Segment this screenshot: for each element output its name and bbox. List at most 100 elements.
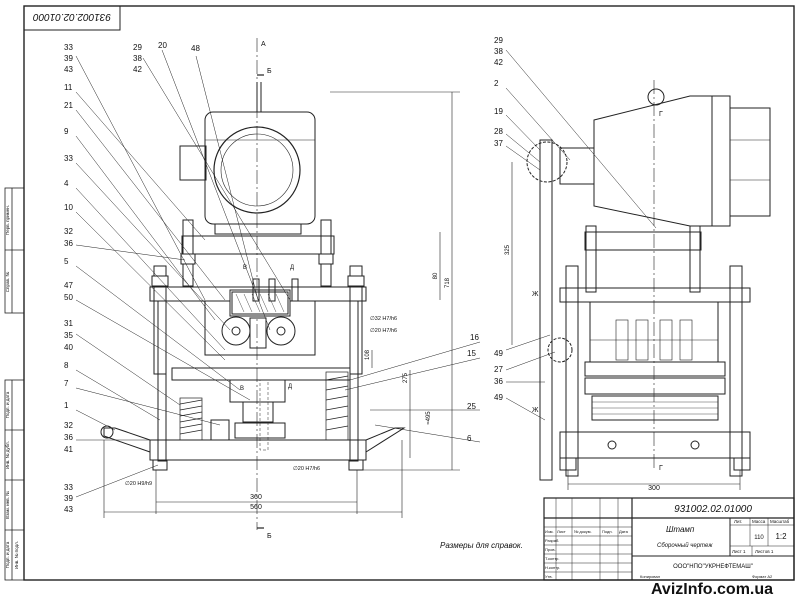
middle-plate: [171, 367, 351, 381]
section-mark-zh: Ж: [532, 291, 539, 298]
gearbox-housing: [204, 111, 316, 225]
side-stamp: Перв. примен. Справ. № Подп. и дата Инв.…: [4, 187, 25, 581]
callout: 48: [191, 44, 200, 53]
section-mark-v2: В: [240, 386, 244, 392]
callout: 21: [64, 101, 73, 110]
fit-20-b: ∅20 H7/h6: [293, 465, 320, 472]
roller-left: [221, 316, 251, 346]
tb-role: Н.контр.: [545, 565, 560, 570]
stamp-label: Перв. примен.: [5, 205, 10, 235]
callout: 31: [64, 319, 73, 328]
callout: 37: [494, 139, 503, 148]
watermark: AvizInfo.com.ua: [651, 581, 773, 598]
tb-lit: Лит.: [734, 519, 742, 524]
base-plate: [149, 439, 367, 461]
section-mark-d2: Д: [288, 384, 292, 390]
tb-row-label: Дата: [619, 529, 629, 534]
callout: 19: [494, 107, 503, 116]
tb-mass-value: 110: [754, 535, 764, 541]
callout: 16: [470, 333, 479, 342]
side-callouts: 29 38 42 2 19 28 37 49 27 36 49: [494, 36, 503, 402]
callout: 41: [64, 445, 73, 454]
callout: 27: [494, 365, 503, 374]
tb-row-label: № докум.: [574, 529, 592, 534]
callout: 32: [64, 421, 73, 430]
roller-right: [266, 316, 296, 346]
callout: 36: [494, 377, 503, 386]
front-leaders: [75, 49, 481, 498]
section-mark-zh2: Ж: [532, 407, 539, 414]
tb-row-label: Лист: [557, 529, 566, 534]
callout: 39: [64, 494, 73, 503]
callout: 42: [494, 58, 503, 67]
callout: 42: [133, 65, 142, 74]
stamp-label: Справ. №: [5, 272, 10, 293]
callout: 20: [158, 41, 167, 50]
tb-role: Утв.: [545, 574, 553, 579]
fit-20-c: ∅20 H9/h9: [125, 480, 152, 487]
callout: 36: [64, 239, 73, 248]
dim-275: 275: [403, 372, 409, 383]
callout: 43: [64, 65, 73, 74]
section-mark-d: Д: [290, 265, 294, 271]
lifting-eye: [647, 88, 665, 106]
callout: 10: [64, 203, 73, 212]
callout: 50: [64, 293, 73, 302]
front-dimensions: [103, 91, 460, 518]
callout: 1: [64, 401, 69, 410]
tb-role: Т.контр.: [545, 556, 560, 561]
callout: 32: [64, 227, 73, 236]
callout: 11: [64, 83, 73, 92]
side-view: 300 325 Ж Ж Г Г: [505, 80, 771, 492]
callout: 38: [133, 54, 142, 63]
upper-plate: [181, 235, 335, 255]
tb-row-label: Изм.: [545, 529, 554, 534]
callout: 39: [64, 54, 73, 63]
callout: 43: [64, 505, 73, 514]
section-mark-g: Г: [659, 465, 663, 472]
front-view: 360 560 718 80 275 ≈495 108 ∅32 H7/h6 ∅2…: [100, 38, 460, 540]
callout: 40: [64, 343, 73, 352]
dim-718: 718: [445, 277, 451, 288]
stamp-label: Подп. и дата: [5, 391, 10, 418]
tb-role: Пров.: [545, 547, 556, 552]
tb-sheets: Листов 1: [755, 549, 774, 554]
callout: 36: [64, 433, 73, 442]
callout: 47: [64, 281, 73, 290]
fit-20-a: ∅20 H7/h6: [370, 327, 397, 334]
tb-mass: Масса: [752, 519, 766, 524]
callout: 49: [494, 393, 503, 402]
section-mark-b-top: Б: [267, 68, 272, 75]
callout: 2: [494, 79, 499, 88]
tb-role: Разраб.: [545, 538, 559, 543]
dim-495: ≈495: [426, 411, 432, 425]
dim-360: 360: [250, 494, 262, 501]
front-callouts: 33 39 43 11 21 9 33 4 10 32 36 5 47 50 3…: [64, 41, 479, 514]
section-mark-g2: Г: [659, 111, 663, 118]
callout: 15: [467, 349, 476, 358]
tb-bottom: Формат A2: [752, 574, 773, 579]
callout: 9: [64, 127, 69, 136]
dim-560: 560: [250, 504, 262, 511]
motor-flange: [213, 126, 301, 214]
callout: 5: [64, 257, 69, 266]
tb-sheet: Лист 1: [732, 549, 746, 554]
tb-bottom: Копировал: [640, 574, 661, 579]
section-mark-v: В: [243, 265, 247, 271]
dim-108: 108: [365, 349, 371, 360]
stamp-label: Инв. № дубл.: [5, 441, 10, 469]
side-leaders: [505, 49, 657, 421]
callout: 49: [494, 349, 503, 358]
callout: 29: [494, 36, 503, 45]
side-gearbox: [593, 95, 713, 227]
callout: 29: [133, 43, 142, 52]
callout: 28: [494, 127, 503, 136]
dim-325: 325: [505, 244, 511, 255]
stamp-label: Подп. и дата: [5, 541, 10, 568]
side-base: [559, 431, 751, 459]
title-block-text: 931002.02.01000 Штамп Сборочный чертеж О…: [545, 504, 790, 579]
fit-32: ∅32 H7/h6: [370, 315, 397, 322]
callout: 33: [64, 43, 73, 52]
title-block: [543, 497, 795, 581]
dim-300: 300: [648, 485, 660, 492]
